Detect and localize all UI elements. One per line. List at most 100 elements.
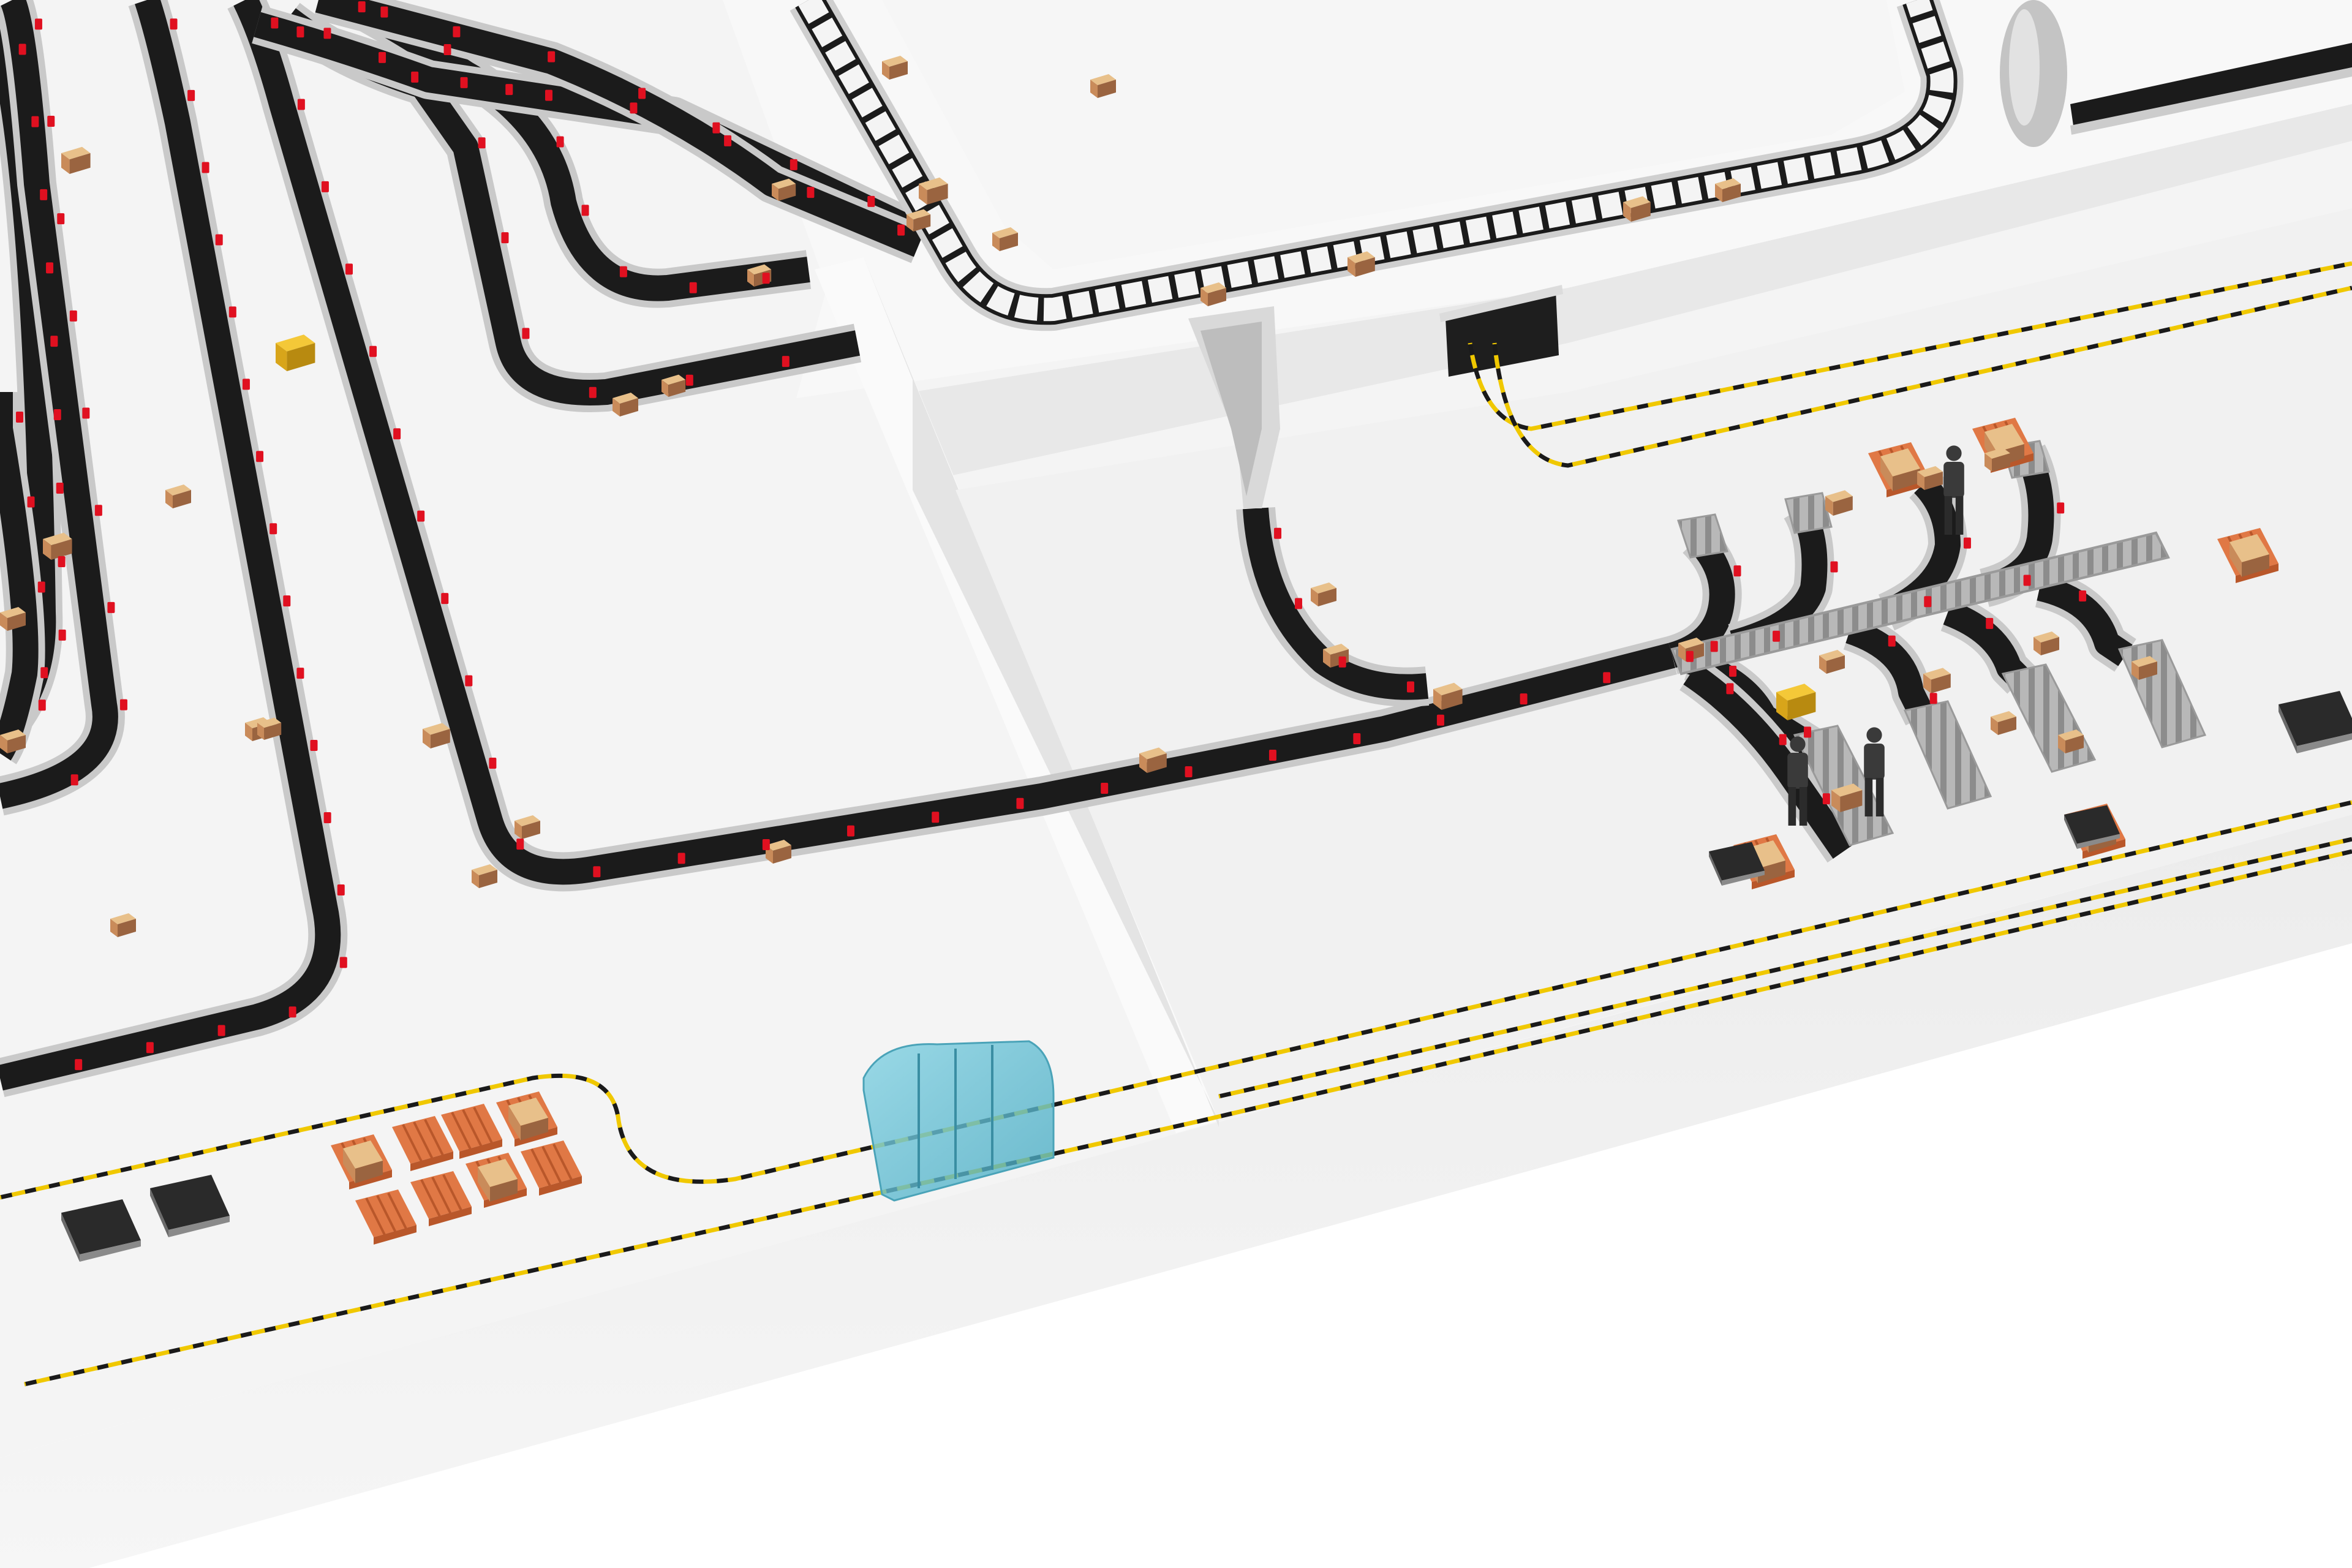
- support-marker: [170, 18, 178, 30]
- parcel: [1776, 684, 1816, 720]
- belt-cross-1-surface: [254, 12, 925, 244]
- support-marker: [790, 159, 797, 170]
- support-marker: [867, 195, 875, 207]
- floor-slab-front-face: [0, 815, 2352, 1568]
- support-marker: [478, 137, 486, 149]
- support-marker: [242, 379, 250, 390]
- support-marker: [589, 386, 597, 398]
- sorter-loop-slats: [798, 0, 1954, 322]
- support-marker: [321, 181, 329, 192]
- support-marker: [37, 581, 45, 593]
- support-marker: [1520, 693, 1528, 705]
- support-marker: [369, 345, 377, 357]
- support-marker: [202, 162, 209, 173]
- parcel: [772, 178, 796, 201]
- parcel: [766, 840, 791, 864]
- support-marker: [380, 6, 388, 18]
- parcel: [1433, 682, 1463, 710]
- support-marker: [677, 853, 685, 864]
- support-marker: [297, 99, 305, 110]
- support-marker: [417, 510, 425, 522]
- support-marker: [581, 205, 589, 216]
- support-marker: [146, 1042, 154, 1054]
- worker: [1864, 727, 1885, 816]
- parcel: [61, 146, 91, 174]
- agv-robot: [61, 1199, 141, 1262]
- parcels-in-transit: [0, 56, 2157, 937]
- support-marker: [489, 757, 497, 769]
- support-marker: [545, 89, 553, 101]
- support-marker: [1929, 693, 1937, 704]
- parcel: [0, 729, 26, 753]
- support-marker: [1804, 726, 1812, 738]
- support-marker: [453, 26, 461, 37]
- support-marker: [1888, 635, 1896, 647]
- support-marker: [1268, 750, 1276, 761]
- support-marker: [807, 187, 815, 198]
- sorter-loop-inner-platform: [882, 0, 1905, 270]
- support-marker: [1779, 734, 1787, 745]
- pallet: [521, 1140, 582, 1196]
- roller-spine: [1670, 531, 2170, 676]
- support-marker: [217, 1025, 225, 1036]
- transfer-chute: [1188, 306, 1280, 508]
- support-marker: [283, 595, 291, 607]
- support-marker: [82, 407, 90, 419]
- parcel: [1917, 466, 1943, 490]
- support-marker: [1436, 714, 1444, 726]
- pallet: [466, 1153, 527, 1208]
- parcel: [1991, 711, 2016, 735]
- support-marker: [1101, 783, 1109, 794]
- support-marker: [1710, 641, 1718, 652]
- support-marker: [505, 84, 513, 96]
- belt-worker-chute-surface: [1683, 663, 1855, 859]
- support-marker: [56, 482, 64, 494]
- support-marker: [1733, 565, 1741, 577]
- worker: [1943, 445, 1964, 535]
- parcel: [662, 374, 686, 397]
- support-marker: [897, 224, 905, 236]
- parcel: [2058, 729, 2084, 753]
- support-marker: [1726, 683, 1734, 695]
- parcel: [472, 864, 497, 888]
- support-marker: [2057, 502, 2065, 514]
- support-marker: [16, 412, 23, 423]
- parcel: [2034, 631, 2059, 655]
- safety-line-doorway-loop: [1468, 261, 2352, 431]
- support-marker: [762, 273, 770, 284]
- support-marker: [522, 328, 530, 339]
- belt-right-down-3: [1940, 594, 2035, 694]
- safety-line-doorway-loop-yellow: [1468, 261, 2352, 431]
- sorter-loop-conveyor: [790, 0, 1964, 331]
- pallet: [410, 1171, 472, 1226]
- parcel: [0, 607, 26, 631]
- support-marker: [256, 451, 264, 462]
- support-marker: [339, 957, 347, 968]
- support-marker: [724, 135, 732, 146]
- support-marker: [1729, 665, 1737, 677]
- parcel: [514, 815, 540, 839]
- support-marker: [53, 409, 61, 421]
- support-marker: [271, 17, 279, 29]
- belt-worker-chute: [1679, 657, 1860, 863]
- chute-face: [1200, 322, 1262, 496]
- support-marker: [712, 122, 720, 134]
- support-marker: [1686, 650, 1694, 662]
- pallet: [1868, 442, 1929, 497]
- top-right-spiral-chute: [2000, 0, 2352, 147]
- parcel: [992, 227, 1018, 251]
- belt-cross-1: [252, 6, 927, 251]
- support-marker: [310, 740, 318, 752]
- support-marker: [215, 234, 223, 246]
- scan-tunnel-ribs: [918, 1045, 993, 1188]
- parcel: [2132, 656, 2157, 680]
- support-marker: [393, 428, 401, 440]
- support-marker: [1822, 793, 1830, 805]
- belt-left-loop-2-surface: [0, 0, 118, 809]
- scan-tunnel-body: [862, 1040, 1055, 1202]
- support-marker: [288, 1006, 296, 1018]
- support-marker: [1274, 527, 1282, 539]
- belt-cross-2: [313, 0, 927, 263]
- safety-line-lower-outer-yellow: [0, 800, 2352, 1200]
